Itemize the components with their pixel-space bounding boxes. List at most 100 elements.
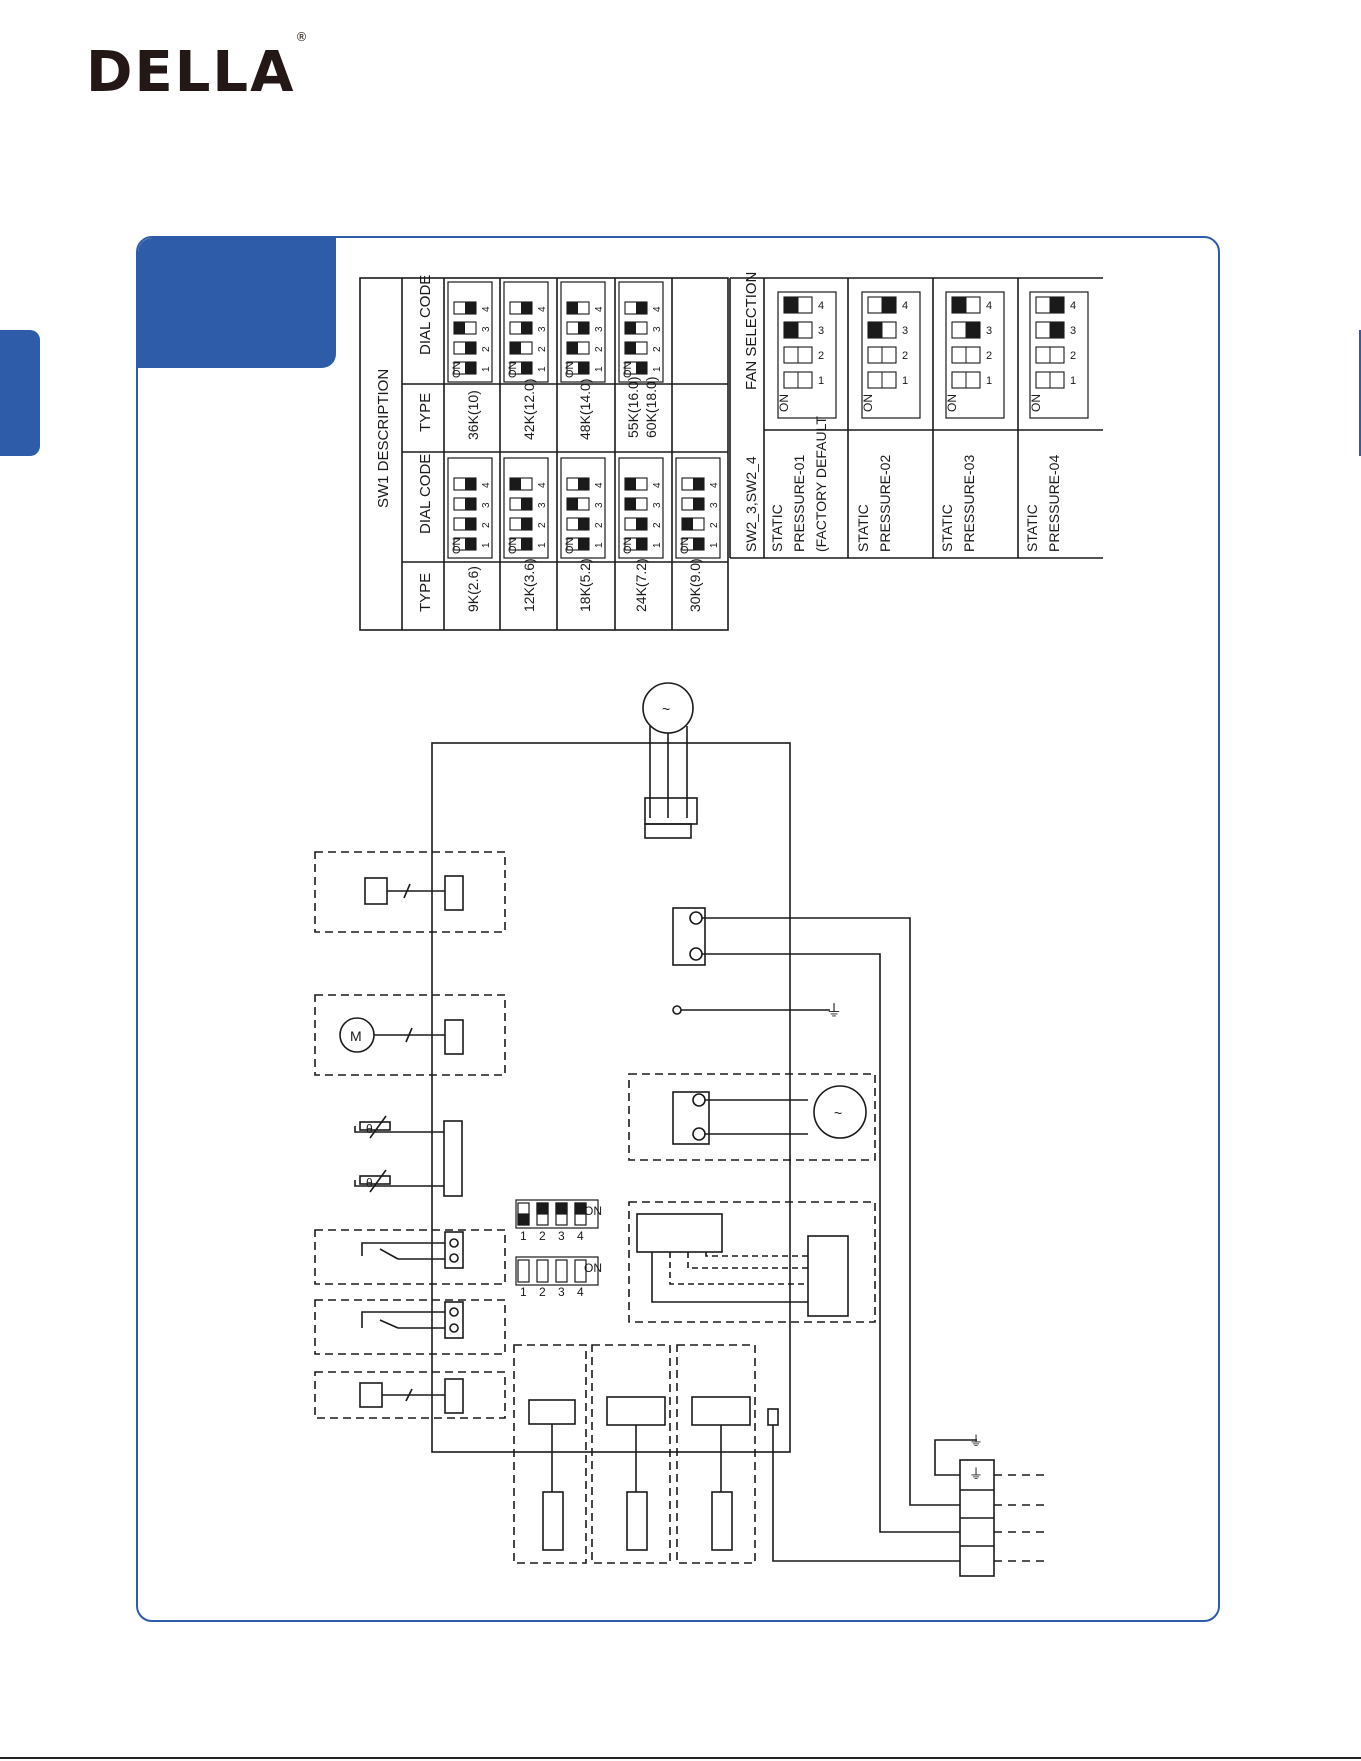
sw1-right-type-3: 55K(16.0) bbox=[625, 377, 641, 438]
pcb-sw2-num-1: 1 bbox=[520, 1285, 527, 1299]
sw1-left-type-1: 12K(3.6) bbox=[521, 558, 537, 612]
sw1-left-dial-4: 1 2 3 4ON bbox=[675, 457, 721, 559]
pcb-sw1-num-4: 4 bbox=[577, 1229, 584, 1243]
svg-text:4: 4 bbox=[709, 482, 720, 488]
sw1-title: SW1 DESCRIPTION bbox=[375, 369, 392, 508]
svg-text:4: 4 bbox=[1070, 300, 1076, 312]
pcb-sw2-num-2: 2 bbox=[539, 1285, 546, 1299]
svg-text:ON: ON bbox=[507, 361, 519, 378]
sw1-left-type-0: 9K(2.6) bbox=[465, 566, 481, 612]
svg-text:3: 3 bbox=[481, 502, 492, 508]
svg-text:1: 1 bbox=[902, 375, 908, 387]
svg-text:2: 2 bbox=[537, 522, 548, 528]
svg-text:4: 4 bbox=[537, 306, 548, 312]
fan-col-label: SW2_3,SW2_4 bbox=[743, 456, 759, 552]
svg-text:3: 3 bbox=[652, 502, 663, 508]
della-logo: DELLA® bbox=[86, 30, 310, 105]
svg-text:2: 2 bbox=[652, 522, 663, 528]
svg-text:4: 4 bbox=[594, 482, 605, 488]
svg-text:2: 2 bbox=[818, 350, 824, 362]
sw1-right-type-2: 48K(14.0) bbox=[577, 379, 593, 440]
pcb-sw2-num-3: 3 bbox=[558, 1285, 565, 1299]
pcb-dip-switch-1 bbox=[515, 1199, 599, 1229]
svg-text:2: 2 bbox=[902, 350, 908, 362]
fan-pressure-2: PRESSURE-03 bbox=[961, 455, 977, 552]
svg-text:3: 3 bbox=[594, 502, 605, 508]
sw1-left-dial-header: DIAL CODE bbox=[417, 454, 434, 534]
ground-icon: ⏚ bbox=[969, 1433, 983, 1449]
frame-tab bbox=[138, 238, 336, 368]
pcb-dip-switch-2 bbox=[515, 1256, 599, 1286]
fan-static-2: STATIC bbox=[939, 504, 955, 552]
thermistor-icon: θ bbox=[366, 1122, 373, 1136]
fan-static-3: STATIC bbox=[1024, 504, 1040, 552]
svg-text:3: 3 bbox=[481, 326, 492, 332]
fan-factory-default: (FACTORY DEFAULT bbox=[813, 416, 829, 552]
sw1-right-type-header: TYPE bbox=[417, 393, 434, 432]
fan-pressure-1: PRESSURE-02 bbox=[877, 455, 893, 552]
svg-text:1: 1 bbox=[1070, 375, 1076, 387]
svg-text:1: 1 bbox=[594, 366, 605, 372]
side-tab bbox=[0, 330, 40, 456]
svg-text:ON: ON bbox=[777, 394, 791, 412]
svg-text:2: 2 bbox=[537, 346, 548, 352]
svg-text:4: 4 bbox=[986, 300, 992, 312]
pcb-sw2-num-4: 4 bbox=[577, 1285, 584, 1299]
pcb-sw1-num-3: 3 bbox=[558, 1229, 565, 1243]
svg-text:2: 2 bbox=[1070, 350, 1076, 362]
svg-text:1: 1 bbox=[818, 375, 824, 387]
svg-text:ON: ON bbox=[679, 537, 691, 554]
svg-text:1: 1 bbox=[652, 366, 663, 372]
sw1-right-dial-1: 1 2 3 4ON bbox=[503, 281, 549, 383]
fan-pressure-3: PRESSURE-04 bbox=[1046, 455, 1062, 552]
svg-text:2: 2 bbox=[481, 522, 492, 528]
pcb-sw1-num-2: 2 bbox=[539, 1229, 546, 1243]
svg-text:ON: ON bbox=[861, 394, 875, 412]
sw1-left-type-4: 30K(9.0) bbox=[687, 558, 703, 612]
page-bottom-rule bbox=[0, 1757, 1361, 1759]
svg-text:ON: ON bbox=[945, 394, 959, 412]
svg-text:1: 1 bbox=[986, 375, 992, 387]
svg-text:2: 2 bbox=[709, 522, 720, 528]
sw1-right-type-1: 42K(12.0) bbox=[521, 379, 537, 440]
svg-text:1: 1 bbox=[537, 366, 548, 372]
svg-text:1: 1 bbox=[481, 366, 492, 372]
svg-text:ON: ON bbox=[1029, 394, 1043, 412]
svg-text:3: 3 bbox=[709, 502, 720, 508]
svg-text:ON: ON bbox=[564, 361, 576, 378]
svg-text:1: 1 bbox=[709, 542, 720, 548]
svg-text:ON: ON bbox=[507, 537, 519, 554]
svg-text:4: 4 bbox=[902, 300, 908, 312]
ac-symbol-icon: ~ bbox=[834, 1105, 842, 1121]
svg-text:4: 4 bbox=[481, 306, 492, 312]
sw1-right-dial-header: DIAL CODE bbox=[417, 275, 434, 355]
pcb-sw2-on-label: ON bbox=[584, 1261, 602, 1275]
svg-text:4: 4 bbox=[818, 300, 824, 312]
fan-title: FAN SELECTION bbox=[743, 272, 760, 390]
pcb-sw1-on-label: ON bbox=[584, 1204, 602, 1218]
svg-text:3: 3 bbox=[652, 326, 663, 332]
right-edge-mark bbox=[1359, 330, 1361, 456]
svg-text:4: 4 bbox=[594, 306, 605, 312]
ac-symbol-icon: ~ bbox=[662, 701, 670, 717]
ground-icon: ⏚ bbox=[826, 1002, 842, 1020]
fan-pressure-0: PRESSURE-01 bbox=[791, 455, 807, 552]
svg-text:3: 3 bbox=[818, 325, 824, 337]
svg-text:3: 3 bbox=[986, 325, 992, 337]
svg-text:4: 4 bbox=[481, 482, 492, 488]
fan-static-1: STATIC bbox=[855, 504, 871, 552]
fan-static-0: STATIC bbox=[769, 504, 785, 552]
svg-text:2: 2 bbox=[481, 346, 492, 352]
content-frame bbox=[136, 236, 1220, 1622]
fan-dial-0: 1 2 3 4ON bbox=[777, 291, 837, 419]
svg-text:3: 3 bbox=[537, 502, 548, 508]
svg-text:3: 3 bbox=[537, 326, 548, 332]
